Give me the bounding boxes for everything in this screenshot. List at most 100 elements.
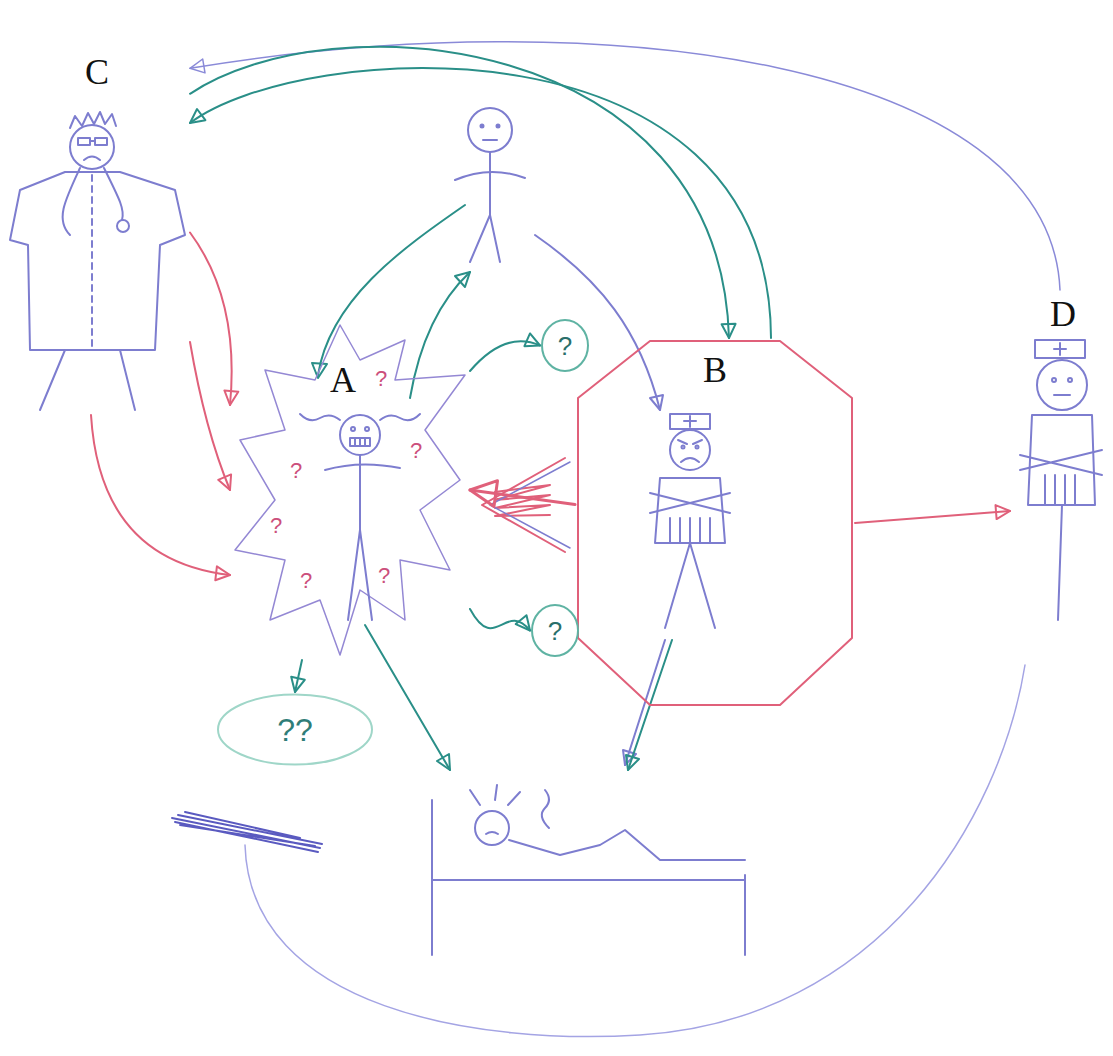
outline-part (650, 493, 730, 513)
connector (291, 660, 305, 692)
outline-part (355, 438, 365, 446)
figure-letter: D (1050, 296, 1076, 332)
outline-part (91, 175, 93, 350)
connector-line (190, 47, 729, 338)
outline-part (351, 427, 355, 431)
arrow-head (190, 109, 205, 123)
connector (470, 333, 540, 371)
figure-letter: B (703, 352, 727, 388)
outline-part (665, 543, 715, 628)
bed-arrows (365, 625, 672, 770)
question-bubble: ? (530, 603, 580, 658)
doctor-figure: C (10, 50, 190, 415)
outline-part (678, 440, 702, 444)
outline-part (1054, 394, 1070, 396)
connector (190, 342, 231, 490)
question-label: ? (375, 368, 387, 390)
outline-part (218, 695, 372, 765)
arrow-head (218, 474, 231, 490)
outline-part (542, 320, 588, 371)
observer-arrows (312, 205, 470, 398)
outline-part (1045, 475, 1075, 505)
outline-part (1052, 378, 1056, 382)
nurse-in-barrier-outline (575, 338, 855, 708)
question-mark: ? (548, 618, 562, 644)
outline-part (350, 438, 370, 446)
arrow-head (470, 481, 498, 507)
arrow-head (224, 390, 238, 405)
outline-part (1058, 505, 1062, 620)
outline-part (325, 464, 400, 470)
outline-part (532, 605, 578, 656)
nurse-figure: D (1010, 290, 1110, 630)
arrow-head (524, 333, 540, 346)
connector-line (470, 609, 530, 631)
question-cloud: ?? (215, 692, 375, 767)
question-label: ? (378, 565, 390, 587)
outline-part (10, 172, 185, 350)
outline-part (1035, 340, 1085, 358)
outline-part (95, 138, 107, 145)
question-label: ? (410, 440, 422, 462)
connector (190, 68, 771, 338)
figure-letter: C (85, 54, 109, 90)
outline-part (359, 455, 361, 530)
outline-part (84, 157, 100, 161)
outline-part (655, 478, 725, 543)
question-label-holder: ? (270, 515, 282, 537)
connector (190, 47, 736, 338)
outline-part (117, 220, 129, 232)
question-label: ? (290, 460, 302, 482)
outline-part (650, 414, 730, 628)
scribble (172, 812, 322, 852)
question-label-holder: ? (378, 565, 390, 587)
distressed-figure: A (230, 320, 470, 660)
outline-part (10, 112, 185, 410)
arrow-head (215, 566, 230, 580)
connector-line (190, 342, 230, 490)
nurse-figure-outline (1010, 290, 1110, 630)
question-mark: ?? (277, 714, 313, 746)
arrow-head (996, 505, 1011, 519)
outline-part (340, 415, 380, 455)
outline-part (696, 446, 699, 449)
outline-part (78, 138, 90, 145)
question-bubble: ? (540, 318, 590, 373)
question-label-holder: ? (290, 460, 302, 482)
question-label: ? (300, 570, 312, 592)
outline-part (670, 518, 710, 543)
outline-part (681, 458, 699, 462)
outline-part (670, 414, 710, 429)
question-label: ? (270, 515, 282, 537)
outline-part (90, 140, 95, 142)
question-label-holder: ? (300, 570, 312, 592)
outline-part (1020, 340, 1102, 620)
outline-part (578, 341, 852, 705)
connector (91, 415, 230, 580)
arrow-head (722, 324, 736, 338)
nurse-in-barrier: B (575, 338, 855, 708)
outline-part (348, 530, 372, 620)
outline-part (578, 341, 852, 705)
connector-line (855, 511, 1010, 523)
outline-part (235, 325, 465, 655)
arrow-head (516, 615, 530, 630)
connector (855, 505, 1010, 523)
question-label-holder: ? (375, 368, 387, 390)
connector (470, 609, 530, 631)
outline-part (670, 430, 710, 470)
question-mark: ? (558, 333, 572, 359)
outline-part (1054, 343, 1066, 355)
question-label-holder: ? (410, 440, 422, 462)
arrow-head (291, 677, 305, 692)
connector-line (190, 42, 1060, 290)
bed-with-patient (432, 785, 745, 955)
doctor-figure-outline (10, 50, 190, 415)
connector (470, 481, 575, 507)
outline-part (365, 427, 369, 431)
outline-part (70, 125, 114, 169)
observer-to-b-arrow (535, 235, 663, 410)
